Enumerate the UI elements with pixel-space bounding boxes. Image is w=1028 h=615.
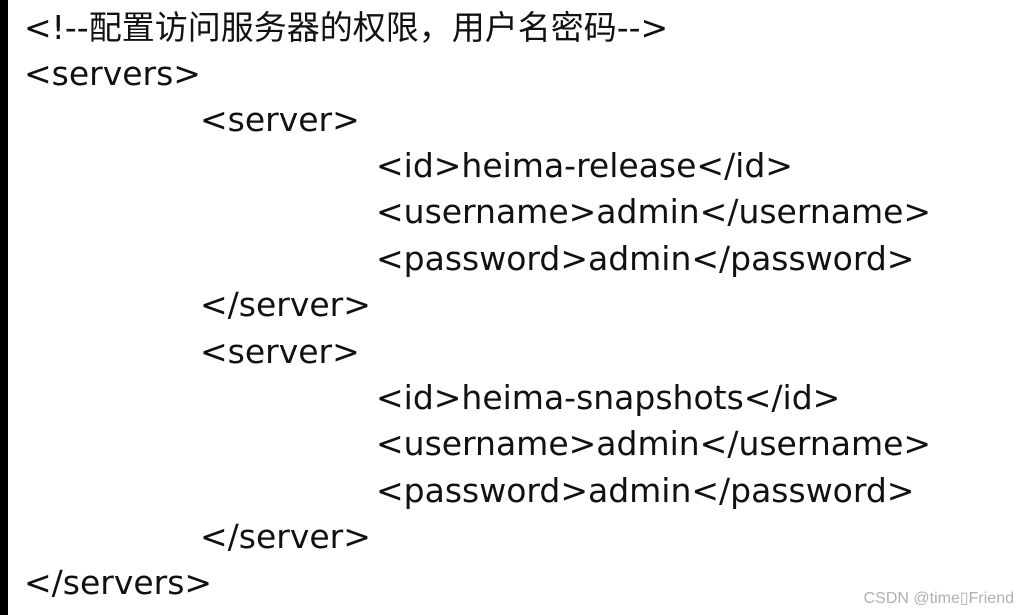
code-line-server-close: </server>	[200, 517, 371, 556]
code-line-comment: <!--配置访问服务器的权限，用户名密码-->	[24, 8, 669, 47]
code-line-servers-open: <servers>	[24, 54, 201, 93]
code-line-username: <username>admin</username>	[376, 192, 932, 231]
watermark: CSDN @time▯Friend	[863, 590, 1014, 607]
left-edge-bar	[0, 0, 8, 615]
code-line-username: <username>admin</username>	[376, 424, 932, 463]
code-line-server-close: </server>	[200, 285, 371, 324]
code-line-password: <password>admin</password>	[376, 471, 915, 510]
code-line-server-open: <server>	[200, 100, 360, 139]
code-line-id: <id>heima-snapshots</id>	[376, 378, 841, 417]
code-line-servers-close: </servers>	[24, 563, 213, 602]
code-line-id: <id>heima-release</id>	[376, 146, 793, 185]
code-line-password: <password>admin</password>	[376, 239, 915, 278]
code-line-server-open: <server>	[200, 332, 360, 371]
code-block: <!--配置访问服务器的权限，用户名密码--> <servers> <serve…	[24, 0, 1028, 615]
